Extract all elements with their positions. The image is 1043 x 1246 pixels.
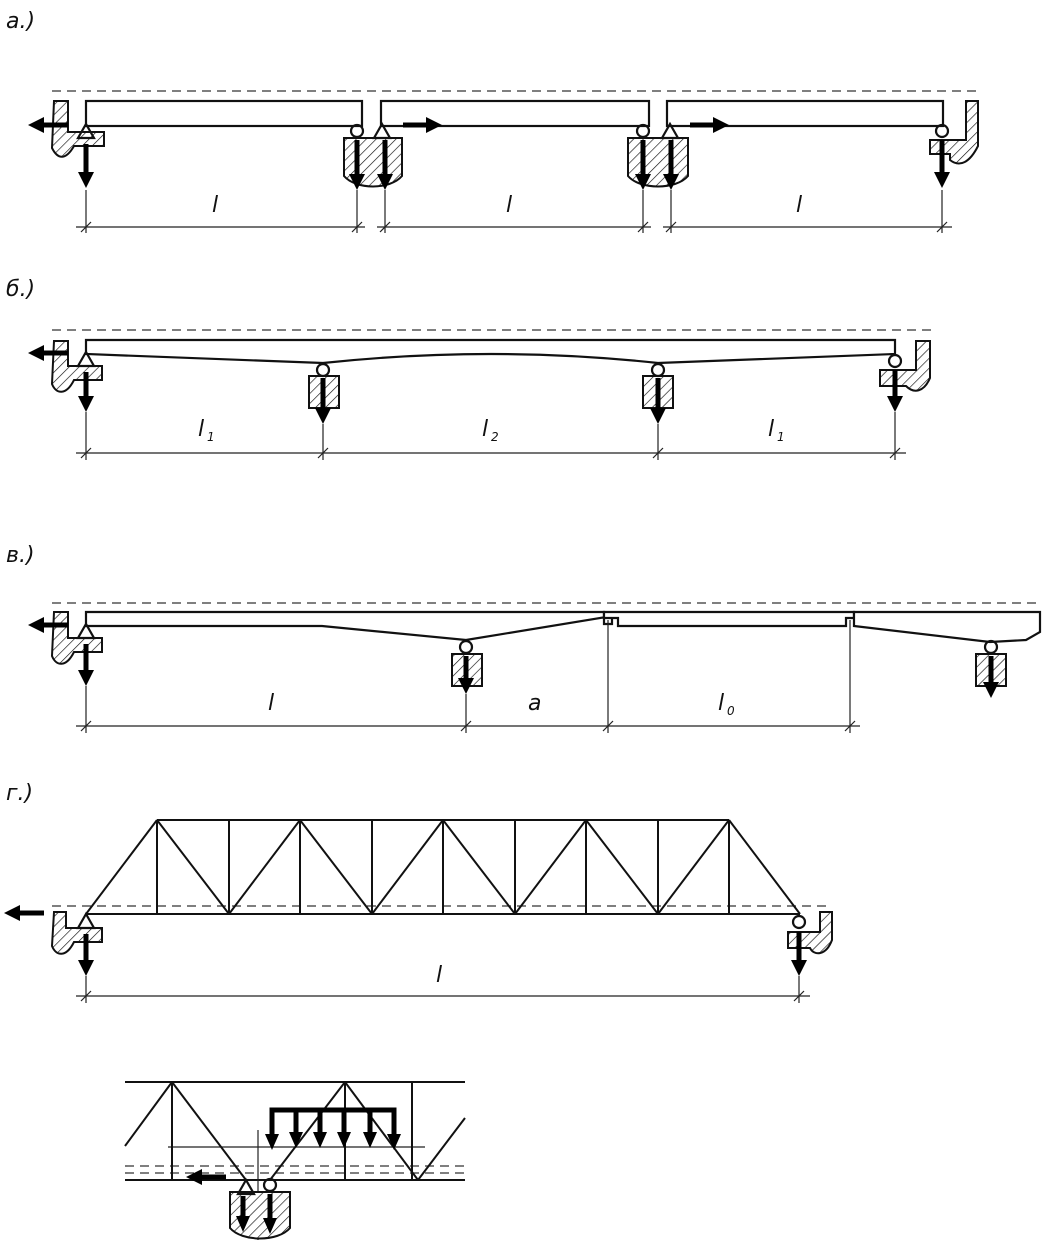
vertical-force-arrow-icon [663, 140, 679, 190]
span-label: l [796, 193, 802, 218]
vertical-force-arrow-icon [78, 372, 94, 412]
panel-g-caption: г.) [6, 781, 33, 806]
vertical-force-arrow-icon [349, 140, 365, 190]
roller-bearing-icon [262, 1177, 278, 1193]
vertical-force-arrow-icon [263, 1194, 277, 1234]
vertical-force-arrow-icon [236, 1196, 250, 1232]
horizontal-force-arrow-icon [186, 1169, 226, 1185]
left-abutment [50, 911, 103, 955]
roller-bearing-icon [458, 639, 474, 655]
dimension-lines [76, 190, 952, 233]
span-label: l [718, 691, 724, 716]
dimension-lines [76, 976, 810, 1003]
span-label-subscript: 1 [777, 430, 785, 444]
horizontal-force-arrow-icon [28, 117, 68, 133]
vertical-force-arrow-icon [650, 378, 666, 424]
dimension-lines [76, 412, 906, 460]
span-label: a [528, 691, 541, 716]
roller-bearing-icon [315, 362, 331, 378]
span-label: l [212, 193, 218, 218]
fixed-bearing-icon [660, 121, 680, 140]
fixed-bearing-icon [236, 1177, 256, 1196]
vertical-force-arrow-icon [78, 644, 94, 686]
vertical-force-arrow-icon [791, 932, 807, 976]
span-label: l [506, 193, 512, 218]
vertical-force-arrow-icon [887, 370, 903, 412]
beam-span-3 [665, 99, 945, 128]
beam-span-2 [379, 99, 651, 128]
pier-2 [627, 137, 689, 188]
span-label: l [198, 417, 204, 442]
panel-v-caption: в.) [6, 543, 35, 568]
distributed-load-icon [265, 1107, 401, 1150]
left-abutment [50, 100, 105, 158]
vertical-force-arrow-icon [458, 656, 474, 694]
vertical-force-arrow-icon [315, 378, 331, 424]
vertical-force-arrow-icon [78, 934, 94, 976]
panel-a: а.) [6, 9, 979, 233]
roller-bearing-icon [983, 639, 999, 655]
continuous-beam [84, 338, 897, 365]
next-cantilever-beam [852, 610, 1042, 644]
truss [85, 819, 801, 915]
span-label: l [768, 417, 774, 442]
panel-g: г.) [4, 781, 833, 1003]
roller-bearing-icon [349, 123, 365, 139]
roller-bearing-icon [934, 123, 950, 139]
panel-a-caption: а.) [6, 9, 35, 34]
roller-bearing-icon [635, 123, 651, 139]
panel-b: б.) l 1 [6, 277, 932, 460]
fixed-bearing-icon [76, 621, 96, 640]
span-label: l [482, 417, 488, 442]
span-label: l [436, 963, 442, 988]
vertical-force-arrow-icon [934, 140, 950, 188]
fixed-bearing-icon [76, 911, 96, 930]
roller-bearing-icon [650, 362, 666, 378]
dimension-lines [76, 620, 860, 733]
vertical-force-arrow-icon [377, 140, 393, 190]
vertical-force-arrow-icon [983, 656, 999, 698]
span-label: l [268, 691, 274, 716]
horizontal-force-arrow-icon [4, 905, 44, 921]
vertical-force-arrow-icon [635, 140, 651, 190]
support-detail [124, 1081, 466, 1240]
horizontal-force-arrow-icon [28, 345, 68, 361]
beam-span-1 [84, 99, 364, 128]
span-label-subscript: 1 [207, 430, 215, 444]
horizontal-force-arrow-icon [403, 117, 442, 133]
horizontal-force-arrow-icon [28, 617, 68, 633]
vertical-force-arrow-icon [78, 144, 94, 188]
detail-pier [229, 1191, 291, 1240]
fixed-bearing-icon [76, 349, 96, 368]
span-label-subscript: 2 [491, 430, 499, 444]
horizontal-force-arrow-icon [690, 117, 729, 133]
cantilever-beam [84, 610, 614, 642]
roller-bearing-icon [791, 914, 807, 930]
fixed-bearing-icon [76, 121, 96, 140]
roller-bearing-icon [887, 353, 903, 369]
panel-b-caption: б.) [6, 277, 35, 302]
fixed-bearing-icon [372, 121, 392, 140]
panel-v: в.) l [6, 543, 1042, 733]
suspended-span [602, 610, 856, 628]
span-label-subscript: 0 [727, 704, 735, 718]
